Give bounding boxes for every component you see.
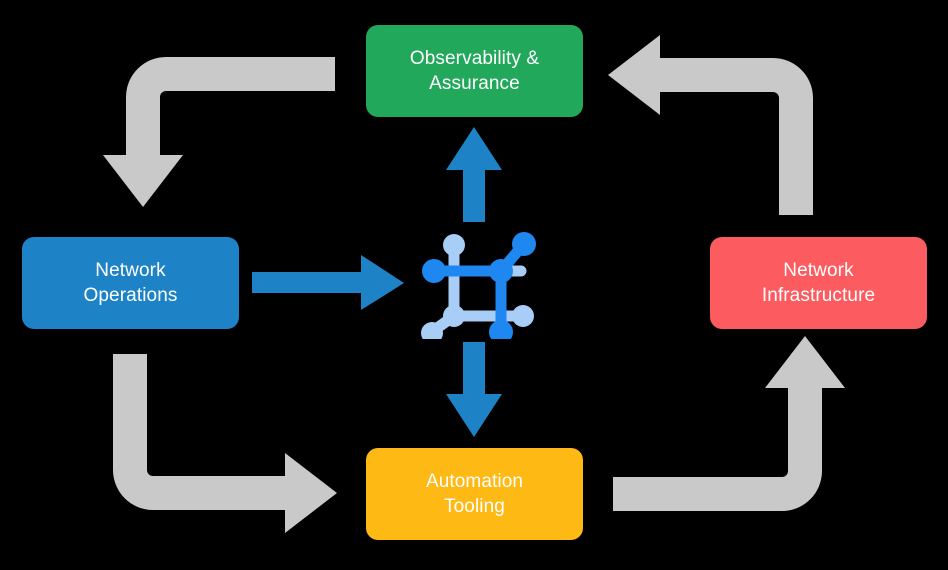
network-topology-icon: [421, 232, 536, 339]
node-automation-tooling[interactable]: Automation Tooling: [366, 448, 583, 540]
topology-node: [512, 232, 536, 256]
topology-node: [443, 305, 465, 327]
node-label: Observability & Assurance: [409, 47, 540, 94]
topology-node: [422, 259, 446, 283]
arrow-center-to-automation-tooling: [446, 342, 502, 437]
arrow-network-infrastructure-to-observability: [608, 35, 813, 215]
node-observability-and-assurance[interactable]: Observability & Assurance: [366, 25, 583, 117]
topology-node: [512, 305, 534, 327]
topology-node: [489, 259, 513, 283]
node-network-operations[interactable]: Network Operations: [22, 237, 239, 329]
topology-node: [489, 320, 513, 339]
topology-node: [443, 234, 465, 256]
node-label: Network Operations: [83, 259, 178, 306]
arrow-network-operations-to-center: [252, 255, 404, 310]
arrow-observability-to-network-operations: [103, 57, 335, 207]
arrow-center-to-observability: [446, 127, 502, 222]
node-network-infrastructure[interactable]: Network Infrastructure: [710, 237, 927, 329]
arrow-automation-tooling-to-network-infrastructure: [613, 336, 845, 511]
topology-node: [421, 322, 443, 339]
node-label: Network Infrastructure: [761, 259, 876, 306]
arrow-network-operations-to-automation-tooling: [113, 354, 337, 533]
node-label: Automation Tooling: [425, 470, 524, 517]
